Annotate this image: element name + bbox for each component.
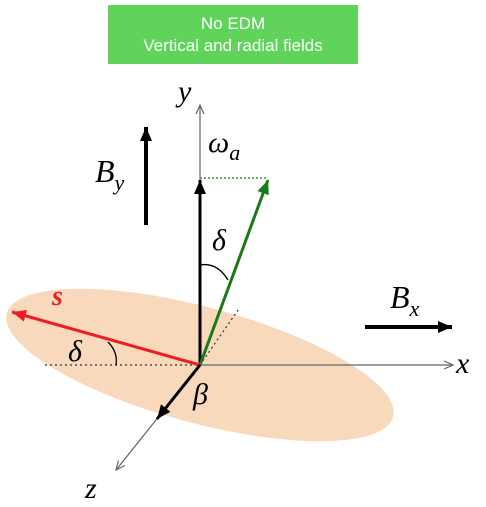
b-y-symbol: B [95, 153, 115, 189]
beta-label: β [192, 378, 208, 411]
beta-vector [155, 364, 202, 420]
title-banner: No EDM Vertical and radial fields [108, 5, 358, 64]
b-x-symbol: B [390, 279, 410, 315]
banner-line-2: Vertical and radial fields [143, 35, 323, 55]
delta-lower-label: δ [68, 335, 83, 368]
dotted-projection-line [199, 309, 239, 366]
banner-line-1: No EDM [200, 13, 266, 33]
b-x-subscript: x [409, 296, 420, 321]
spin-vector [11, 310, 201, 367]
b-y-label: By [95, 153, 125, 195]
omega-label: ωa [208, 126, 240, 165]
omega-symbol: ω [208, 126, 229, 159]
b-x-label: Bx [390, 279, 420, 321]
b-y-subscript: y [113, 170, 125, 195]
x-axis-label: x [455, 347, 470, 380]
y-axis-label: y [175, 75, 192, 108]
omega-subscript: a [229, 140, 240, 165]
delta-lower-arc [107, 341, 117, 366]
precession-vector [198, 179, 270, 366]
delta-upper-arc [199, 263, 229, 281]
spin-label: s [51, 281, 63, 312]
delta-upper-label: δ [212, 224, 227, 257]
z-axis-label: z [84, 472, 97, 505]
